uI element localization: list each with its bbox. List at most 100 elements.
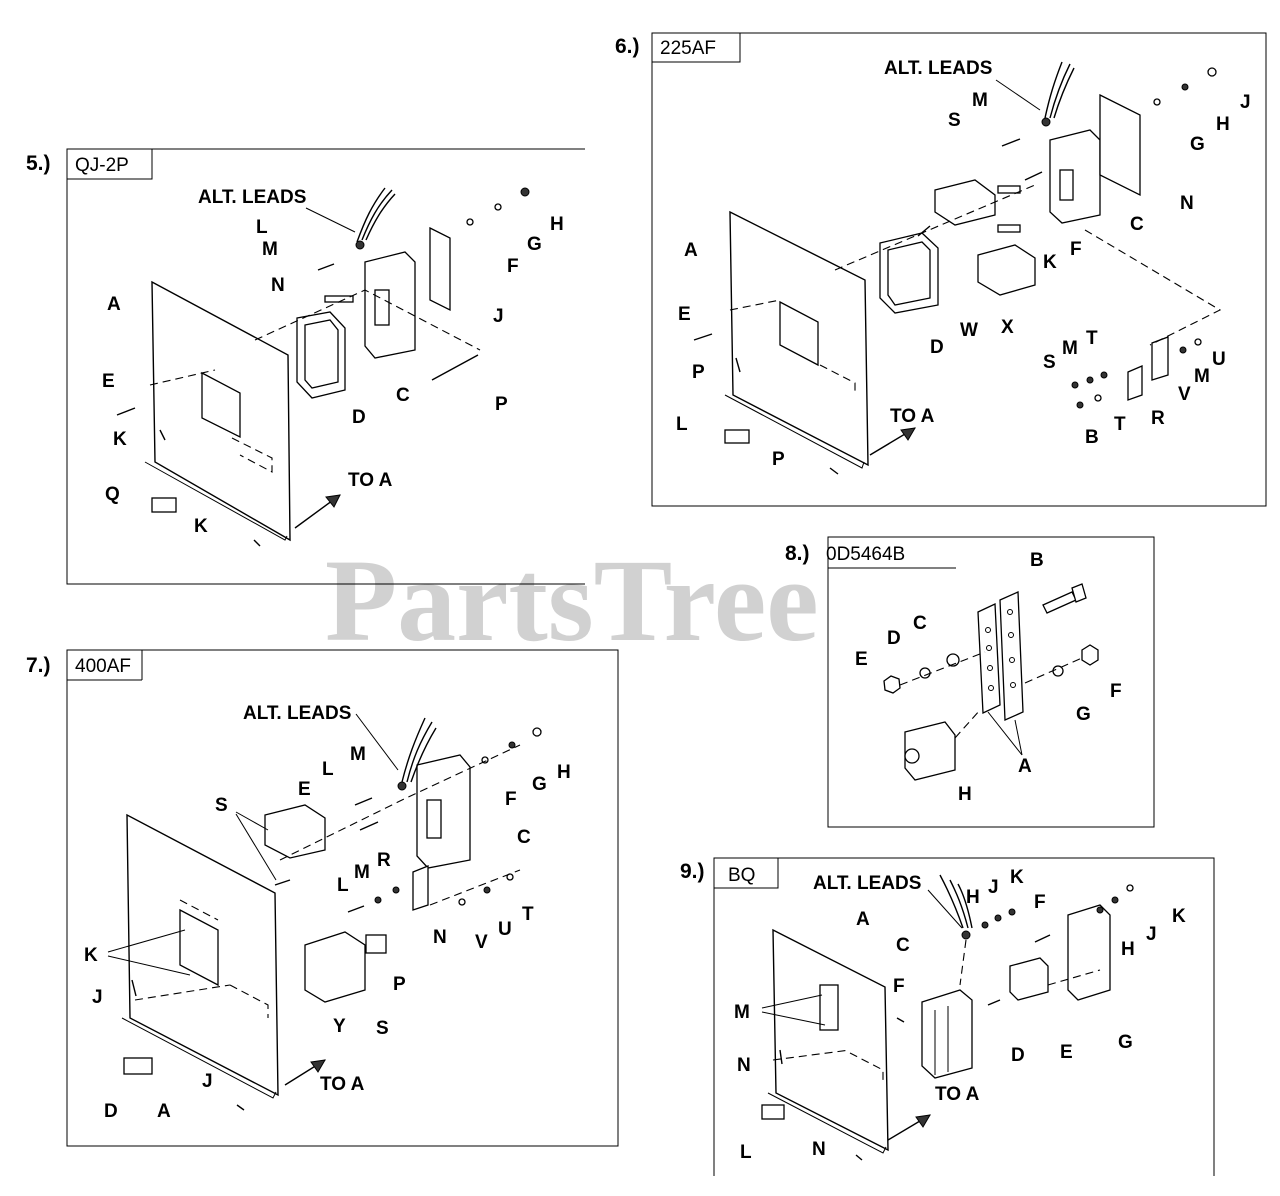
- diagram-5-plate-j: [429, 226, 451, 312]
- diagram-7-panel-cutout: [179, 908, 219, 987]
- diagram-8-label: E: [855, 649, 868, 670]
- diagram-9-nut-k2: [1126, 884, 1134, 892]
- diagram-7-nut-h: [532, 727, 542, 737]
- diagram-7-to-a: TO A: [320, 1074, 365, 1095]
- diagram-9-label: J: [988, 877, 999, 898]
- diagram-5-label: Q: [105, 484, 120, 505]
- diagram-8-bolt-b-head: [1071, 583, 1087, 603]
- diagram-8-label: F: [1110, 681, 1122, 702]
- diagram-9-panel-cutout: [819, 984, 839, 1031]
- diagram-7-screw-e: [359, 821, 379, 831]
- diagram-8-assembly-line-2: [1024, 657, 1083, 684]
- diagram-6-label: P: [772, 449, 785, 470]
- diagram-8-busbar-a2: [999, 591, 1024, 721]
- diagram-6-label: M: [1062, 338, 1078, 359]
- diagram-9-lead-terminal: [961, 930, 971, 940]
- diagram-5-label: C: [396, 385, 410, 406]
- diagram-6-label: J: [1240, 92, 1251, 113]
- diagram-8-number: 8.): [785, 542, 810, 565]
- diagram-7-label: V: [475, 932, 488, 953]
- diagram-9-nut-k: [1008, 908, 1016, 916]
- diagram-7-label: J: [202, 1071, 213, 1092]
- diagram-5-alt-leads-wires: [356, 187, 396, 243]
- diagram-5-label: L: [256, 217, 268, 238]
- diagram-8-label: D: [887, 628, 901, 649]
- diagram-6-to-a: TO A: [890, 406, 935, 427]
- diagram-6-screw-e: [693, 333, 713, 341]
- diagram-5: 5.) QJ-2P: [26, 148, 585, 585]
- diagram-5-lug-q: [151, 497, 177, 513]
- diagram-6-lug-r: [1127, 365, 1143, 401]
- diagram-9-label: G: [1118, 1032, 1133, 1053]
- diagram-6-assembly-line: [834, 184, 1036, 271]
- diagram-6-screw-f: [1024, 171, 1043, 181]
- diagram-9-label: E: [1060, 1042, 1073, 1063]
- diagram-7-label: G: [532, 774, 547, 795]
- diagram-6-breaker-c: [1049, 129, 1101, 224]
- diagram-6-label: N: [1180, 193, 1194, 214]
- diagram-7-breaker-c: [416, 754, 471, 869]
- diagram-7-label: L: [322, 759, 334, 780]
- diagram-6-lead-terminal: [1041, 117, 1051, 127]
- diagram-7-assembly-line: [279, 744, 521, 861]
- diagram-5-label: K: [194, 516, 208, 537]
- diagram-9-label: C: [896, 935, 910, 956]
- diagram-7-number: 7.): [26, 654, 51, 677]
- diagram-7-washer-r: [392, 886, 400, 894]
- diagram-9-washer-j2: [1111, 896, 1119, 904]
- diagram-7-lug-d: [123, 1057, 153, 1075]
- diagram-6-label: T: [1086, 328, 1098, 349]
- diagram-5-label: A: [107, 294, 121, 315]
- diagram-5-spacer-n: [324, 295, 354, 303]
- diagram-9-label: K: [1172, 906, 1186, 927]
- diagram-5-label: F: [507, 256, 519, 277]
- diagram-7-lug-p: [365, 934, 387, 954]
- diagram-9-label: N: [737, 1055, 751, 1076]
- diagram-5-label: D: [352, 407, 366, 428]
- diagram-6-washer-m2: [1179, 346, 1187, 354]
- diagram-7-label: J: [92, 987, 103, 1008]
- diagram-5-alt-leads: ALT. LEADS: [198, 187, 306, 208]
- diagram-5-labels: A L M N J F G H E K D C P Q K: [102, 214, 564, 537]
- diagram-7-label: M: [354, 862, 370, 883]
- diagram-6-barrier-x: [977, 244, 1036, 296]
- diagram-6-label: H: [1216, 114, 1230, 135]
- diagram-8-nut-e: [883, 675, 901, 694]
- diagram-9-title-box: [713, 857, 779, 889]
- diagram-5-breaker-handle: [374, 289, 390, 326]
- diagram-7: 7.) 400AF: [26, 649, 619, 1147]
- diagram-6-label: D: [930, 337, 944, 358]
- diagram-9-label: M: [734, 1002, 750, 1023]
- diagram-5-screw-k1: [159, 429, 166, 441]
- diagram-7-hidden-line-top: [179, 899, 219, 921]
- diagram-5-frame: [66, 179, 585, 585]
- diagram-5-title-box: [66, 148, 153, 180]
- diagram-7-screw-l: [354, 797, 373, 806]
- diagram-5-number: 5.): [26, 152, 51, 175]
- diagram-9-washer-h2: [1096, 906, 1104, 914]
- diagram-9-label: H: [1121, 939, 1135, 960]
- diagram-7-washer-g: [508, 741, 516, 749]
- diagram-6-plate-n: [1099, 93, 1141, 197]
- diagram-7-screw-j2: [236, 1104, 245, 1111]
- diagram-9-screw-n1: [779, 1049, 783, 1065]
- diagram-5-part-d-inner: [304, 319, 339, 389]
- diagram-8-washer-c: [946, 653, 960, 667]
- diagram-8-label: C: [913, 613, 927, 634]
- diagram-7-model: 400AF: [75, 656, 131, 677]
- diagram-9-label: L: [740, 1142, 752, 1163]
- diagram-6-washer-m: [1086, 376, 1094, 384]
- diagram-6-lug-l: [724, 429, 750, 444]
- diagram-8-nut-f: [1081, 644, 1099, 666]
- diagram-8-assembly-line: [899, 651, 986, 686]
- diagram-6-label: R: [1151, 408, 1165, 429]
- diagram-7-label: E: [298, 779, 311, 800]
- diagram-7-arrowhead: [310, 1059, 326, 1073]
- diagram-9-label: D: [1011, 1045, 1025, 1066]
- diagram-6-nut-j: [1207, 67, 1217, 77]
- diagram-5-screw-m: [317, 263, 335, 271]
- diagram-6-model: 225AF: [660, 38, 716, 59]
- diagram-9-alt-leads-leader: [927, 889, 963, 929]
- diagram-6-label: P: [692, 362, 705, 383]
- diagram-9-assembly-line-2: [1047, 969, 1101, 986]
